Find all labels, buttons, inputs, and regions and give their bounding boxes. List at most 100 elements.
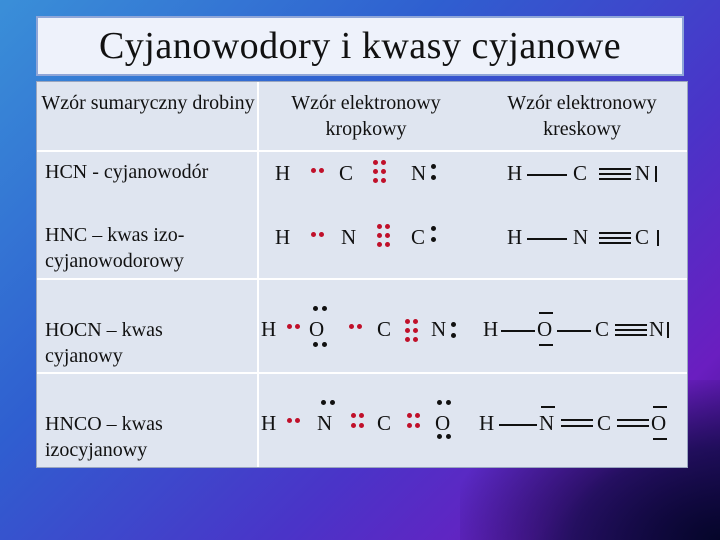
lone-pair-dot <box>313 306 318 311</box>
single-bond <box>501 330 535 332</box>
electron-dot <box>373 160 378 165</box>
atom-symbol: C <box>377 317 392 341</box>
electron-dot <box>295 418 300 423</box>
atom-symbol: N <box>649 317 665 341</box>
lone-pair-dot <box>330 400 335 405</box>
lone-pair-dot <box>451 322 456 327</box>
electron-dot <box>385 224 390 229</box>
atom-symbol: H <box>507 161 523 185</box>
triple-bond <box>615 324 647 326</box>
row-divider <box>37 150 687 152</box>
atom-symbol: O <box>537 317 553 341</box>
header-dot-formula: Wzór elektronowy kropkowy <box>291 92 441 140</box>
atom-symbol: N <box>573 225 589 249</box>
atom-symbol: N <box>539 411 555 435</box>
atom-symbol: C <box>597 411 612 435</box>
lone-pair-dot <box>446 400 451 405</box>
lone-pair-dot <box>322 342 327 347</box>
atom-symbol: N <box>341 225 357 249</box>
lone-pair-dot <box>437 434 442 439</box>
lone-pair-line <box>653 438 667 440</box>
lone-pair-line <box>655 166 657 182</box>
atom-symbol: N <box>317 411 333 435</box>
electron-dot <box>351 413 356 418</box>
electron-dot <box>373 169 378 174</box>
triple-bond <box>599 242 631 244</box>
lone-pair-dot <box>431 164 436 169</box>
row-name-hnco: HNCO – kwas izocyjanowy <box>45 413 163 461</box>
electron-dot <box>407 413 412 418</box>
single-bond <box>499 424 537 426</box>
column-divider <box>257 82 259 467</box>
atom-symbol: H <box>261 411 277 435</box>
electron-dot <box>413 337 418 342</box>
electron-dot <box>407 423 412 428</box>
electron-dot <box>311 168 316 173</box>
lone-pair-line <box>657 230 659 246</box>
electron-dot <box>405 337 410 342</box>
atom-symbol: H <box>507 225 523 249</box>
atom-symbol: O <box>309 317 325 341</box>
electron-dot <box>381 169 386 174</box>
electron-dot <box>413 328 418 333</box>
lone-pair-line <box>667 322 669 338</box>
lone-pair-dot <box>321 400 326 405</box>
electron-dot <box>405 328 410 333</box>
electron-dot <box>377 242 382 247</box>
row-divider <box>37 372 687 374</box>
triple-bond <box>599 232 631 234</box>
electron-dot <box>381 178 386 183</box>
electron-dot <box>357 324 362 329</box>
electron-dot <box>359 423 364 428</box>
electron-dot <box>415 423 420 428</box>
atom-symbol: H <box>483 317 499 341</box>
double-bond <box>561 419 593 421</box>
lone-pair-dot <box>446 434 451 439</box>
triple-bond <box>615 329 647 331</box>
double-bond <box>617 425 649 427</box>
lone-pair-line <box>653 406 667 408</box>
electron-dot <box>373 178 378 183</box>
electron-dot <box>319 232 324 237</box>
atom-symbol: O <box>435 411 451 435</box>
lone-pair-line <box>541 406 555 408</box>
lone-pair-dot <box>313 342 318 347</box>
double-bond <box>561 425 593 427</box>
atom-symbol: N <box>635 161 651 185</box>
atom-symbol: H <box>479 411 495 435</box>
electron-dot <box>381 160 386 165</box>
slide-title: Cyjanowodory i kwasy cyjanowe <box>98 25 622 67</box>
atom-symbol: C <box>635 225 650 249</box>
electron-dot <box>405 319 410 324</box>
atom-symbol: C <box>595 317 610 341</box>
header-line-formula: Wzór elektronowy kreskowy <box>507 92 657 140</box>
electron-dot <box>359 413 364 418</box>
triple-bond <box>599 237 631 239</box>
atom-symbol: O <box>651 411 667 435</box>
row-name-hcn: HCN - cyjanowodór <box>45 161 209 183</box>
double-bond <box>617 419 649 421</box>
electron-dot <box>385 242 390 247</box>
row-name-hnc: HNC – kwas izo-cyjanowodorowy <box>45 224 185 272</box>
lone-pair-line <box>539 312 553 314</box>
row-name-hocn: HOCN – kwas cyjanowy <box>45 319 163 367</box>
single-bond <box>527 238 567 240</box>
electron-dot <box>319 168 324 173</box>
electron-dot <box>287 324 292 329</box>
lone-pair-line <box>539 344 553 346</box>
electron-dot <box>385 233 390 238</box>
electron-dot <box>351 423 356 428</box>
electron-dot <box>287 418 292 423</box>
electron-dot <box>311 232 316 237</box>
lone-pair-dot <box>431 175 436 180</box>
title-box: Cyjanowodory i kwasy cyjanowe <box>36 16 684 76</box>
electron-dot <box>295 324 300 329</box>
atom-symbol: C <box>411 225 426 249</box>
triple-bond <box>599 168 631 170</box>
lone-pair-dot <box>451 333 456 338</box>
atom-symbol: H <box>275 225 291 249</box>
atom-symbol: H <box>261 317 277 341</box>
atom-symbol: N <box>431 317 447 341</box>
lone-pair-dot <box>437 400 442 405</box>
triple-bond <box>599 173 631 175</box>
